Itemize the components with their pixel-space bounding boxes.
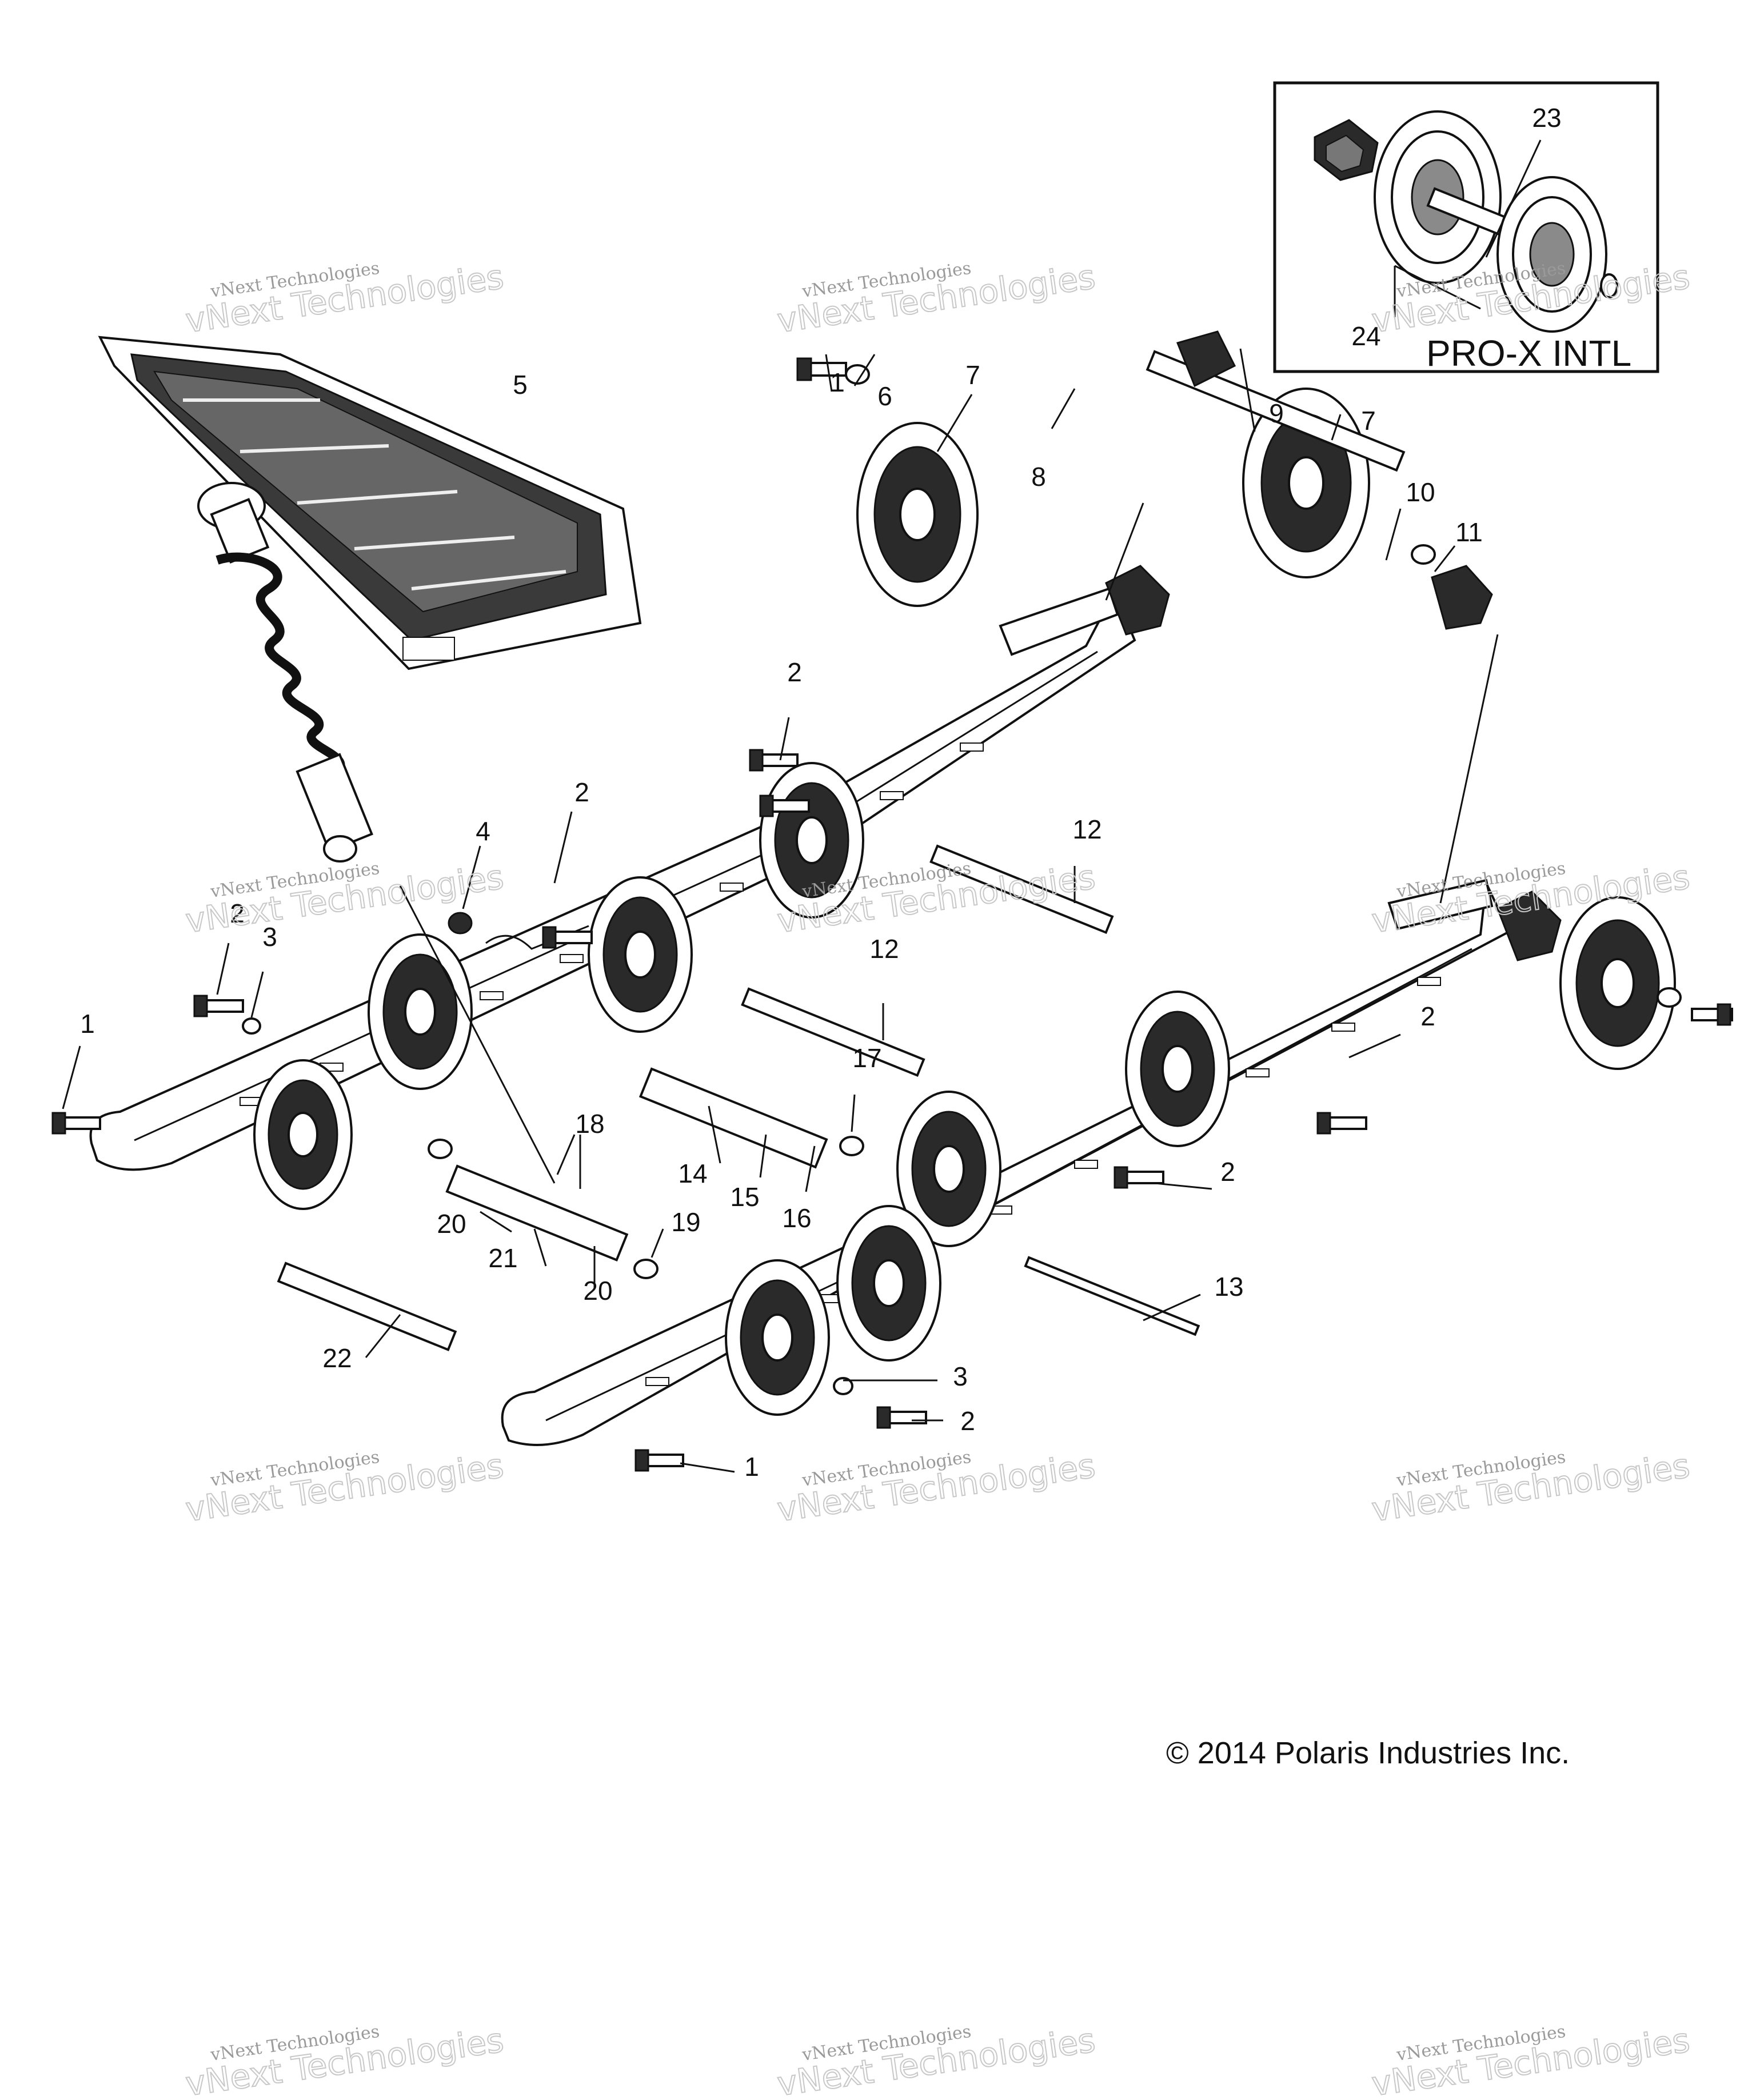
callout-11: 11: [1455, 517, 1483, 547]
track-belt: [98, 336, 642, 670]
callout-16: 16: [782, 1203, 811, 1233]
callout-24: 24: [1351, 321, 1380, 351]
left-rail: [89, 587, 1136, 1171]
callout-7: 7: [965, 360, 980, 390]
callout-1c: 1: [744, 1452, 759, 1482]
callout-13: 13: [1214, 1272, 1243, 1301]
callout-10: 10: [1406, 477, 1435, 507]
callout-12a: 12: [1072, 815, 1102, 844]
callout-12b: 12: [869, 934, 899, 964]
callout-3b: 3: [953, 1362, 968, 1391]
leader-lines: [62, 348, 1499, 1473]
callout-3: 3: [262, 922, 277, 952]
callout-2c: 2: [230, 899, 245, 928]
callout-2a: 2: [787, 657, 802, 687]
callout-17: 17: [852, 1043, 881, 1073]
callout-7b: 7: [1361, 406, 1376, 436]
callout-23: 23: [1532, 103, 1561, 133]
callout-19: 19: [671, 1207, 700, 1237]
callout-21: 21: [488, 1243, 517, 1273]
callout-2b: 2: [574, 777, 589, 807]
idler-wheels: [253, 388, 1676, 1416]
callout-labels: 23 24 5 1 6 7 8 9 7 10 11 2 2 4 2 3 1 12…: [80, 103, 1561, 1482]
callout-14: 14: [678, 1159, 707, 1188]
callout-4: 4: [476, 816, 490, 846]
callout-18: 18: [575, 1109, 604, 1139]
callout-1b: 1: [80, 1009, 95, 1039]
callout-2d: 2: [1420, 1001, 1435, 1031]
callout-22: 22: [322, 1343, 352, 1373]
callout-9: 9: [1269, 398, 1284, 428]
callout-5: 5: [513, 370, 528, 400]
callout-20b: 20: [583, 1276, 612, 1305]
copyright-notice: © 2014 Polaris Industries Inc.: [1166, 1736, 1570, 1770]
callout-20a: 20: [437, 1209, 466, 1239]
callout-15: 15: [730, 1182, 759, 1212]
hardware: [51, 357, 1733, 1472]
callout-2e: 2: [1220, 1157, 1235, 1187]
inset-title: PRO-X INTL: [1426, 333, 1631, 374]
rear-shock: [197, 482, 373, 863]
callout-8: 8: [1031, 462, 1046, 492]
inset-panel: PRO-X INTL: [1273, 81, 1659, 374]
callout-2f: 2: [960, 1406, 975, 1436]
callout-6: 6: [877, 381, 892, 411]
callout-1: 1: [830, 368, 845, 397]
